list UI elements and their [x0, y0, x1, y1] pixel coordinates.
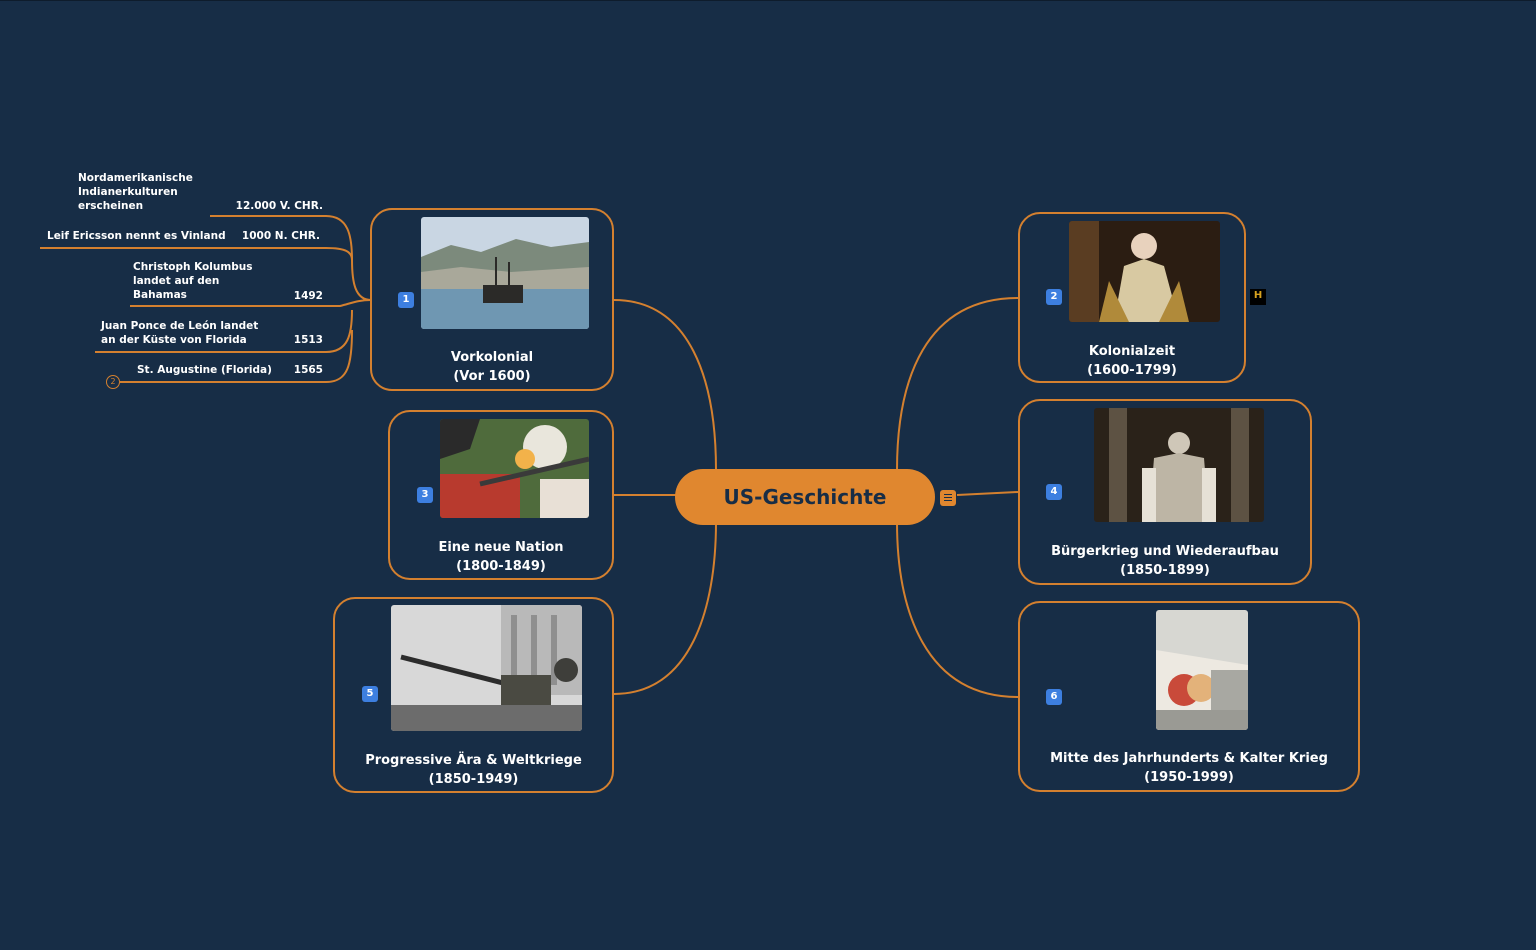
subtopic-text-4[interactable]: Juan Ponce de León landet an der Küste v…	[101, 320, 259, 346]
subtopic-connector-3	[130, 299, 372, 307]
subtopic-year-1: 12.000 V. CHR.	[235, 200, 323, 212]
branch-number-badge: 5	[362, 686, 378, 702]
branch-mitte-jahrhundert-kalter-krieg[interactable]: Mitte des Jahrhunderts & Kalter Krieg (1…	[1018, 601, 1360, 792]
branch-eine-neue-nation[interactable]: Eine neue Nation (1800-1849)	[388, 410, 614, 580]
connector-to-progressive-aera	[613, 521, 717, 695]
branch-label: Eine neue Nation (1800-1849)	[438, 540, 564, 574]
musket-image	[440, 419, 589, 518]
king-portrait-image	[1069, 221, 1220, 322]
connector-to-vorkolonial	[613, 299, 717, 471]
history-channel-logo: H	[1250, 289, 1266, 305]
central-topic[interactable]: US-Geschichte	[675, 469, 935, 525]
branch-number-badge: 1	[398, 292, 414, 308]
subtopic-text-1[interactable]: Nordamerikanische Indianerkulturen ersch…	[78, 172, 193, 212]
lincoln-memorial-image	[1094, 408, 1264, 522]
anti-aircraft-gun-image	[391, 605, 582, 731]
branch-label: Bürgerkrieg und Wiederaufbau (1850-1899)	[1051, 544, 1279, 578]
berlin-wall-image	[1156, 610, 1248, 730]
branch-number-badge: 6	[1046, 689, 1062, 705]
branch-label: Mitte des Jahrhunderts & Kalter Krieg (1…	[1050, 751, 1328, 785]
top-border	[0, 0, 1536, 1]
subtopic-connector-4	[95, 309, 353, 353]
branch-progressive-aera-weltkriege[interactable]: Progressive Ära & Weltkriege (1850-1949)	[333, 597, 614, 793]
subtopic-text-3[interactable]: Christoph Kolumbus landet auf den Bahama…	[133, 261, 253, 301]
branch-number-badge: 3	[417, 487, 433, 503]
branch-buergerkrieg-wiederaufbau[interactable]: Bürgerkrieg und Wiederaufbau (1850-1899)	[1018, 399, 1312, 585]
subtopic-year-3: 1492	[293, 290, 323, 302]
subtopic-text-5[interactable]: St. Augustine (Florida)	[137, 364, 272, 376]
connector-to-kolonialzeit	[896, 297, 1019, 471]
subtopic-text-2[interactable]: Leif Ericsson nennt es Vinland	[47, 230, 226, 242]
ship-image	[421, 217, 589, 329]
collapse-toggle[interactable]: 2	[106, 375, 120, 389]
branch-label: Progressive Ära & Weltkriege (1850-1949)	[365, 753, 582, 787]
branch-kolonialzeit[interactable]: Kolonialzeit (1600-1799)	[1018, 212, 1246, 383]
connector-to-buergerkrieg	[956, 491, 1019, 496]
branch-number-badge: 2	[1046, 289, 1062, 305]
branch-number-badge: 4	[1046, 484, 1062, 500]
notes-icon[interactable]	[940, 490, 956, 506]
branch-label: Kolonialzeit (1600-1799)	[1087, 344, 1177, 378]
connector-to-kalter-krieg	[896, 521, 1019, 698]
branch-label: Vorkolonial (Vor 1600)	[450, 350, 534, 384]
subtopic-connector-2	[40, 247, 353, 261]
subtopic-connector-5	[120, 329, 353, 383]
subtopic-year-5: 1565	[293, 364, 323, 376]
subtopic-year-4: 1513	[293, 334, 323, 346]
branch-vorkolonial[interactable]: Vorkolonial (Vor 1600)	[370, 208, 614, 391]
subtopic-year-2: 1000 N. CHR.	[241, 230, 320, 242]
